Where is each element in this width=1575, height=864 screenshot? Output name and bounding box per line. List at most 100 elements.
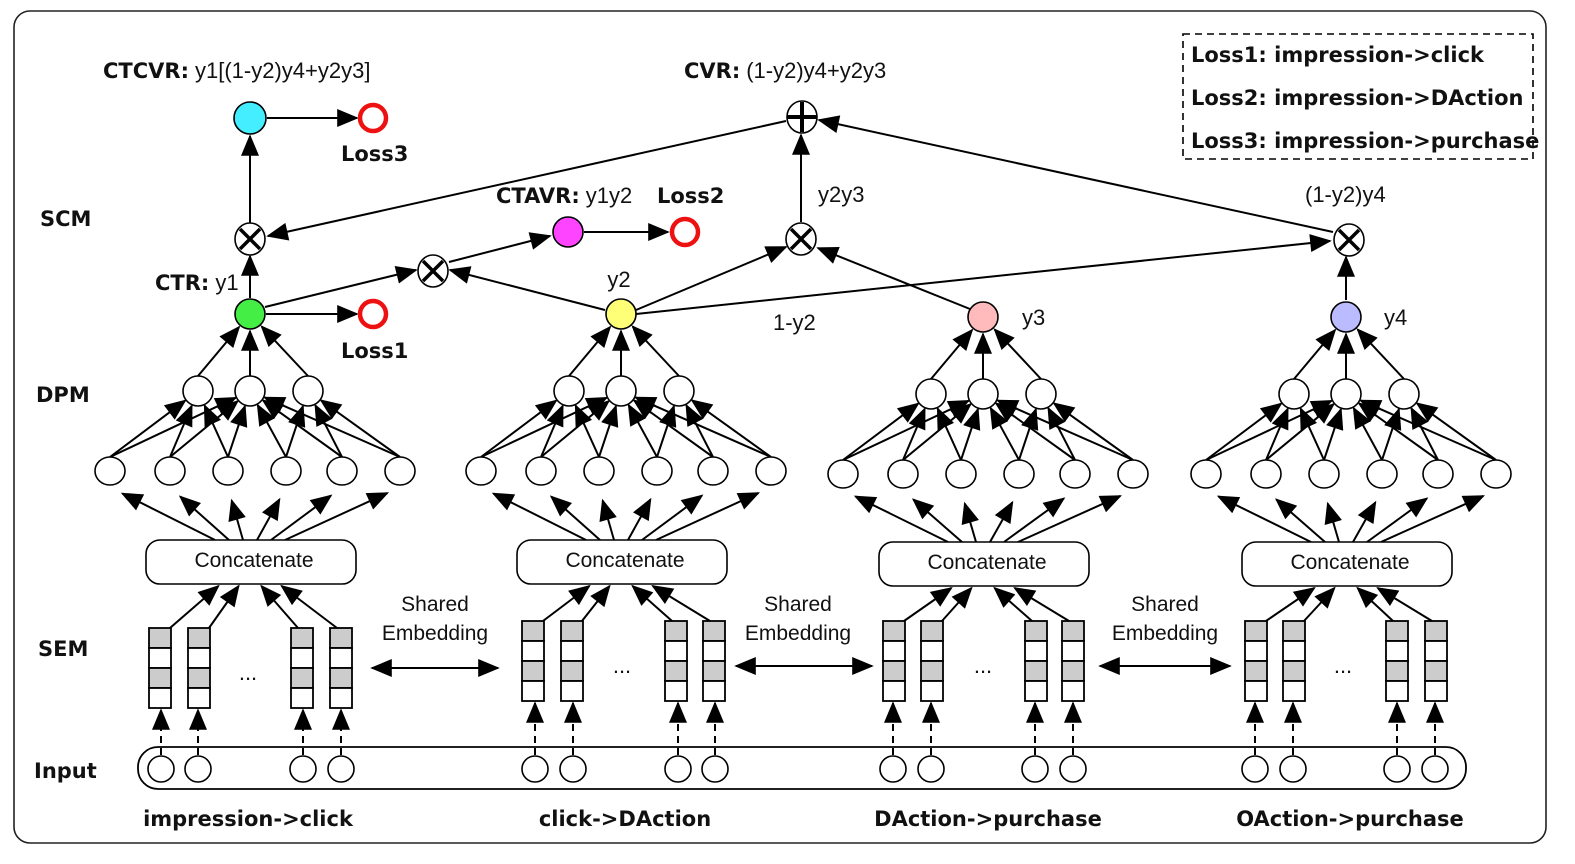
- edge: [120, 492, 216, 541]
- input-feature: [1279, 755, 1307, 783]
- hidden-neuron: [94, 456, 126, 486]
- ctcvr-label-bold: CTCVR:: [103, 59, 189, 83]
- edge: [960, 407, 981, 461]
- hidden-neuron: [1278, 378, 1310, 410]
- multiply-icon: [421, 259, 445, 283]
- shared-embedding-1: Shared Embedding: [370, 593, 500, 677]
- edge: [627, 497, 652, 541]
- edge: [651, 585, 711, 622]
- hidden-neuron: [270, 456, 302, 486]
- layer-label-input: Input: [34, 759, 97, 783]
- embedding-vector: [664, 620, 688, 702]
- edge: [1274, 498, 1326, 543]
- hidden-neuron: [1388, 378, 1420, 410]
- edge: [902, 407, 926, 461]
- edge: [656, 404, 677, 458]
- legend-item: Loss1: impression->click: [1191, 43, 1485, 67]
- embedding-vector: [290, 627, 314, 709]
- input-feature: [1241, 755, 1269, 783]
- edge: [581, 584, 611, 622]
- edge: [256, 497, 281, 541]
- output-node-y4: [1330, 301, 1362, 333]
- hidden-neuron: [1250, 459, 1282, 489]
- hidden-neuron: [1308, 459, 1340, 489]
- embedding-vector: [329, 627, 353, 709]
- cvr-label-bold: CVR:: [684, 59, 740, 83]
- shared-embedding-label: Embedding: [1112, 622, 1218, 645]
- input-feature-bar: [137, 746, 1467, 790]
- input-feature: [1421, 755, 1449, 783]
- embedding-vector: [1385, 620, 1409, 702]
- edge: [491, 492, 587, 541]
- hidden-neuron: [697, 456, 729, 486]
- hidden-neuron: [465, 456, 497, 486]
- edge: [262, 396, 401, 458]
- 1-y2-label: 1-y2: [773, 310, 816, 335]
- hidden-neuron: [967, 378, 999, 410]
- edge: [1352, 500, 1377, 543]
- shared-embedding-label: Embedding: [745, 622, 851, 645]
- embedding-vector: [148, 627, 172, 709]
- hidden-neuron: [1025, 378, 1057, 410]
- ctcvr-label: CTCVR:y1[(1-y2)y4+y2y3]: [103, 58, 370, 83]
- edge: [911, 498, 963, 543]
- cvr-label: CVR:(1-y2)y4+y2y3: [684, 58, 886, 83]
- multiply-icon: [789, 227, 813, 251]
- embedding-vector: [1244, 620, 1268, 702]
- loss-node-1: [357, 298, 389, 330]
- edge: [941, 586, 973, 622]
- edge: [1052, 402, 1134, 461]
- edge: [540, 400, 611, 458]
- hidden-neuron: [641, 456, 673, 486]
- edge: [989, 500, 1014, 543]
- edge: [599, 498, 617, 541]
- 1-y2-y4-label: (1-y2)y4: [1305, 182, 1386, 207]
- edge: [208, 584, 240, 629]
- edge: [842, 402, 920, 461]
- legend-item: Loss2: impression->DAction: [1191, 86, 1523, 110]
- shared-embedding-3: Shared Embedding: [1098, 593, 1232, 675]
- edge: [319, 399, 401, 458]
- edge: [993, 328, 1042, 380]
- loss2-label: Loss2: [657, 184, 724, 208]
- task-label: OAction->purchase: [1236, 807, 1464, 831]
- shared-embedding-label: Shared: [764, 593, 832, 616]
- edge: [549, 495, 601, 541]
- edge: [1376, 587, 1433, 622]
- edge: [1299, 406, 1325, 461]
- multiply-icon: [238, 227, 262, 251]
- loss1-label: Loss1: [341, 339, 408, 363]
- output-label: y3: [1022, 305, 1045, 330]
- ellipsis: ...: [1334, 653, 1352, 678]
- edge: [109, 399, 187, 458]
- embedding-vector: [882, 620, 906, 702]
- embedding-vector: [1424, 620, 1448, 702]
- output-label: y4: [1384, 305, 1407, 330]
- hidden-neuron: [525, 456, 557, 486]
- hidden-neuron: [553, 375, 585, 407]
- ctr-label: CTR:y1: [155, 270, 239, 295]
- concatenate-box: [878, 541, 1090, 587]
- cvr-expression: (1-y2)y4+y2y3: [746, 58, 886, 83]
- add-icon: [787, 102, 817, 132]
- concatenate-label: Concatenate: [194, 549, 313, 572]
- loss3-label: Loss3: [341, 142, 408, 166]
- shared-embedding-label: Shared: [401, 593, 469, 616]
- edge: [284, 492, 390, 541]
- edge: [1017, 495, 1122, 543]
- edge: [1324, 501, 1342, 543]
- edge: [930, 328, 974, 380]
- add-node-cvr: [786, 100, 818, 134]
- ellipsis: ...: [613, 653, 631, 678]
- input-feature: [289, 755, 317, 783]
- edge: [902, 403, 973, 461]
- hidden-neuron: [234, 375, 266, 407]
- edge: [1381, 407, 1402, 461]
- edge: [169, 404, 193, 458]
- embedding-vector: [1024, 620, 1048, 702]
- edge: [280, 584, 338, 629]
- ctcvr-expression: y1[(1-y2)y4+y2y3]: [195, 58, 370, 83]
- ctavr-label: CTAVR:y1y2: [496, 183, 632, 208]
